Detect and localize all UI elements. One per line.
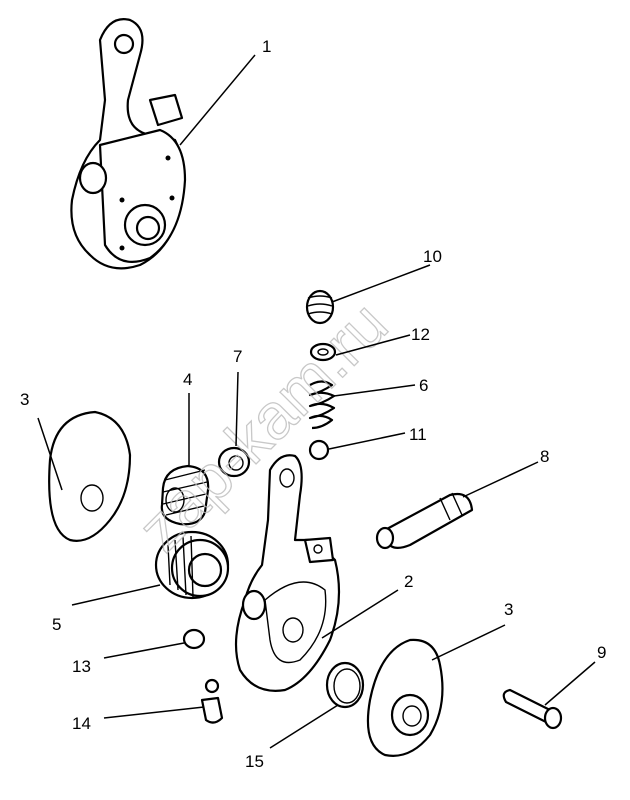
part-9-pin: [502, 688, 563, 730]
callout-11: 11: [409, 425, 427, 444]
part-1-slack-adjuster-assembly: [70, 18, 187, 270]
part-3-cover-left: [48, 410, 132, 542]
callout-3-left: 3: [20, 390, 29, 409]
leader-lines: [37, 54, 596, 749]
callout-9: 9: [597, 643, 606, 662]
callout-2: 2: [404, 572, 413, 591]
part-15-ring: [325, 661, 365, 709]
part-13-plug: [182, 628, 206, 650]
part-8-rod: [375, 492, 474, 550]
callout-6: 6: [419, 376, 428, 395]
part-7-bushing: [217, 446, 251, 478]
part-5-worm-wheel: [154, 530, 230, 600]
callout-8: 8: [540, 447, 549, 466]
part-11-ball: [308, 439, 330, 461]
part-10-plug: [305, 289, 335, 325]
callout-14: 14: [72, 714, 91, 733]
part-3-cover-right: [366, 638, 444, 757]
callout-10: 10: [423, 247, 442, 266]
callout-3-right: 3: [504, 600, 513, 619]
part-2-housing: [234, 454, 341, 692]
callout-5: 5: [52, 615, 61, 634]
callout-15: 15: [245, 752, 264, 771]
part-4-worm: [160, 464, 210, 526]
part-12-washer: [309, 342, 337, 362]
part-14-grease-fitting: [200, 678, 224, 724]
callout-12: 12: [411, 325, 430, 344]
callout-7: 7: [233, 347, 242, 366]
part-6-spring: [308, 380, 336, 430]
callout-13: 13: [72, 657, 91, 676]
callout-4: 4: [183, 370, 192, 389]
part-12-washer-hole: [317, 348, 329, 356]
watermark: zap-kam.ru: [124, 288, 401, 565]
callout-1: 1: [262, 37, 271, 56]
